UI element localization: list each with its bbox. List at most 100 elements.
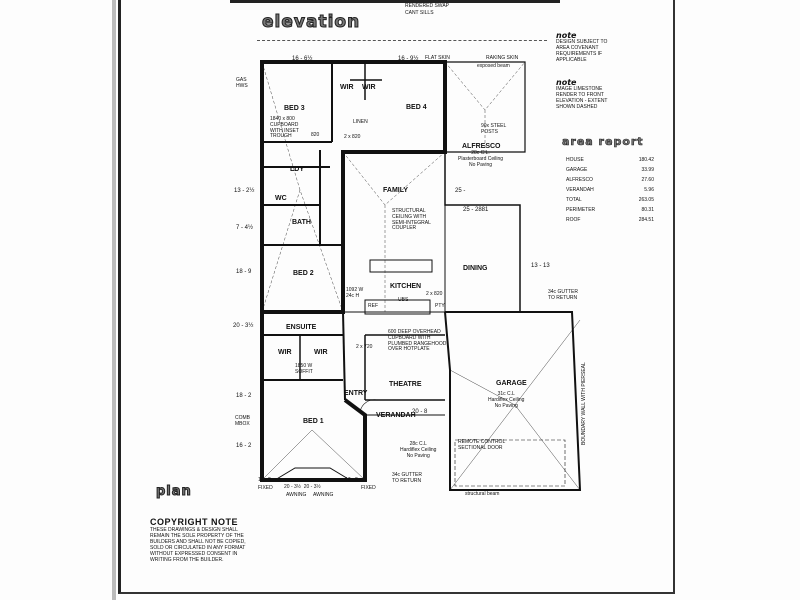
garage-wall xyxy=(444,311,582,491)
pty-label: PTY xyxy=(435,303,445,309)
alfresco-ceiling-note: 28c C.L. Plasterboard Ceiling No Paving xyxy=(458,150,504,168)
area-label: HOUSE xyxy=(566,157,584,163)
table-row: HOUSE 180.42 xyxy=(566,157,654,167)
dim-label: 17 - 2 xyxy=(345,477,358,483)
area-value: 80.31 xyxy=(641,207,654,213)
area-label: VERANDAH xyxy=(566,187,594,193)
raking-skin-label: RAKING SKIN xyxy=(486,55,519,61)
bench-size-note: 1092 W 24c H xyxy=(346,287,364,299)
dim-label: 13 - 13 xyxy=(531,263,550,269)
roof-line xyxy=(261,61,344,313)
door-size: 2 x 720 xyxy=(356,344,373,350)
copyright-line: THESE DRAWINGS & DESIGN SHALL xyxy=(150,527,238,533)
dim-label: 18 - 9 xyxy=(236,269,252,275)
room-bath: BATH xyxy=(292,219,311,226)
room-wir: WIR xyxy=(340,84,354,91)
copyright-line: BUILDERS AND SHALL NOT BE COPIED, xyxy=(150,539,246,545)
outer-wall xyxy=(342,311,346,401)
comb-mbox-label: COMB MBOX xyxy=(235,415,250,427)
room-garage: GARAGE xyxy=(496,380,527,387)
awning-label: AWNING xyxy=(313,492,334,498)
area-label: GARAGE xyxy=(566,167,588,173)
area-value: 33.99 xyxy=(641,167,654,173)
dim-label: 25 - 2881 xyxy=(463,207,489,213)
elevation-dashed-line xyxy=(257,40,547,44)
note2-line: SHOWN DASHED xyxy=(556,104,598,110)
copyright-line: WITHOUT EXPRESSED CONSENT IN xyxy=(150,551,238,557)
room-dining: DINING xyxy=(463,265,488,272)
drawing-frame xyxy=(118,0,675,594)
area-label: TOTAL xyxy=(566,197,582,203)
table-row: PERIMETER 80.31 xyxy=(566,207,654,217)
elevation-title: elevation xyxy=(261,12,361,32)
room-ldy: LDY xyxy=(290,166,304,173)
room-wir: WIR xyxy=(314,349,328,356)
structural-ceiling-note: STRUCTURAL CEILING WITH SEMI-INTEGRAL CO… xyxy=(392,208,431,232)
note1-line: APPLICABLE xyxy=(556,57,587,63)
structural-beam-label: structural beam xyxy=(465,491,500,497)
dim-label: 20 - 8 xyxy=(412,409,428,415)
gutter-note: 34c GUTTER TO RETURN xyxy=(392,472,423,484)
remote-door-note: REMOTE CONTROL SECTIONAL DOOR xyxy=(458,439,506,451)
table-row: TOTAL 263.05 xyxy=(566,197,654,207)
garage-ceiling-note: 31c C.L Hardiflex Ceiling No Paving xyxy=(488,391,525,409)
table-row: GARAGE 33.99 xyxy=(566,167,654,177)
verandah-ceiling-note: 28c C.L Hardiflex Ceiling No Paving xyxy=(400,441,437,459)
plan-title: plan xyxy=(156,484,192,500)
room-bed1: BED 1 xyxy=(303,418,324,425)
scan-edge xyxy=(112,0,116,600)
dim-label: 25 - xyxy=(455,188,466,194)
cant-sills-note: CANT SILLS xyxy=(405,10,434,16)
dim-label: 7 - 4½ xyxy=(236,225,254,231)
exposed-beam-label: exposed beam xyxy=(477,63,510,69)
room-bed3: BED 3 xyxy=(284,105,305,112)
roof-line xyxy=(261,429,366,481)
door-size: 2 x 820 xyxy=(344,134,361,140)
dim-label: 16 - 2 xyxy=(236,443,252,449)
rendered-swap-note: RENDERED SWAP xyxy=(405,3,449,9)
roof-line xyxy=(342,151,446,312)
room-verandah: VERANDAH xyxy=(376,412,416,419)
table-row: VERANDAH 5.96 xyxy=(566,187,654,197)
elevation-baseline xyxy=(230,0,560,3)
dim-label: 18 - 2 xyxy=(236,393,252,399)
copyright-title: COPYRIGHT NOTE xyxy=(150,517,239,527)
area-value: 180.42 xyxy=(638,157,654,163)
area-value: 263.05 xyxy=(638,197,654,203)
copyright-line: SOLD OR CIRCULATED IN ANY FORMAT xyxy=(150,545,246,551)
entry-door-swing xyxy=(359,399,379,413)
kitchen-bench xyxy=(364,299,431,315)
overhead-cupboard-note: 600 DEEP OVERHEAD CUPBOARD WITH PLUMBED … xyxy=(388,329,447,353)
kitchen-island xyxy=(369,259,433,273)
garage-door xyxy=(454,439,566,487)
roof-line xyxy=(444,61,526,152)
area-label: PERIMETER xyxy=(566,207,596,213)
note2-line: RENDER TO FRONT xyxy=(556,92,604,98)
note2-title: note xyxy=(556,78,577,87)
room-alfresco: ALFRESCO xyxy=(462,143,501,150)
copyright-line: REMAIN THE SOLE PROPERTY OF THE xyxy=(150,533,244,539)
area-value: 5.96 xyxy=(644,187,654,193)
note1-line: AREA COVENANT xyxy=(556,45,599,51)
room-entry: ENTRY xyxy=(344,390,368,397)
note1-title: note xyxy=(556,31,577,40)
room-bed4: BED 4 xyxy=(406,104,427,111)
dim-label: 16 - 9½ xyxy=(398,56,419,62)
door-size: 2 x 820 xyxy=(426,291,443,297)
room-bed2: BED 2 xyxy=(293,270,314,277)
room-wir: WIR xyxy=(362,84,376,91)
dim-label: 17 - 2 xyxy=(258,477,271,483)
fixed-label: FIXED xyxy=(361,485,376,491)
gutter-note: 34c GUTTER TO RETURN xyxy=(548,289,579,301)
outer-wall xyxy=(260,60,447,314)
awning-label: AWNING xyxy=(286,492,307,498)
dim-label: 13 - 2½ xyxy=(234,188,255,194)
fixed-label: FIXED xyxy=(258,485,273,491)
bed3-cupboard-note: 1840 x 800 CUPBOARD WITH INSET TROUGH xyxy=(270,116,299,140)
gas-hws-label: GAS HWS xyxy=(236,77,248,89)
